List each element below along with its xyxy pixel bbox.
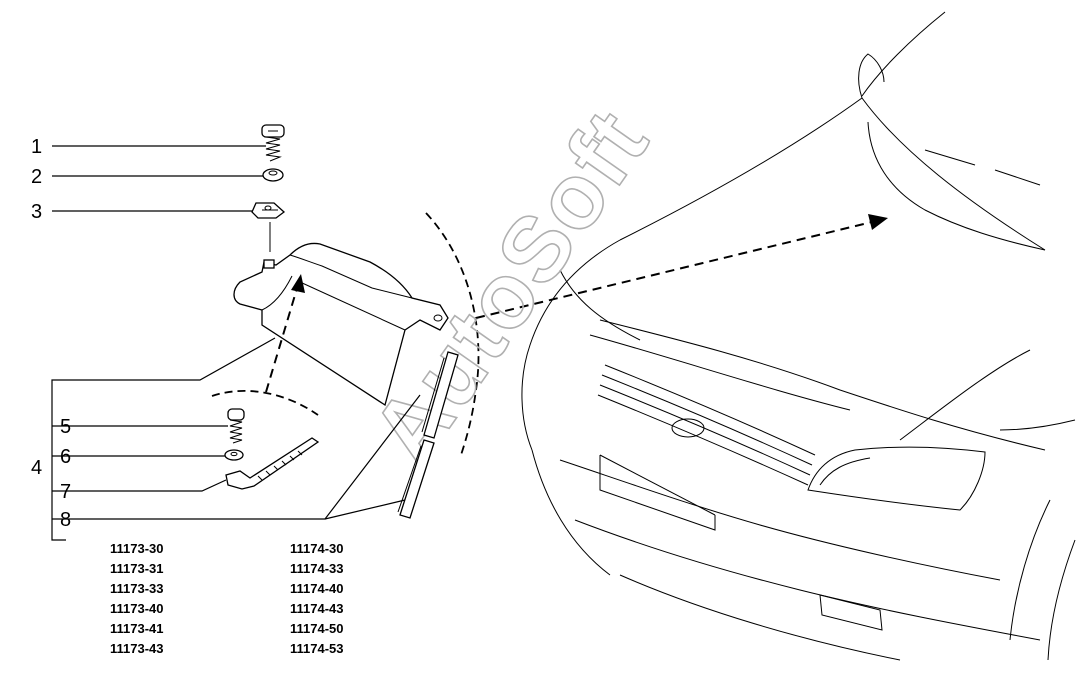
model-code: 11174-33 xyxy=(290,561,344,576)
clip-icon xyxy=(251,202,286,219)
detail-arc xyxy=(425,212,480,459)
car-front-icon xyxy=(521,11,1076,661)
callout-3: 3 xyxy=(31,201,42,223)
washer-icon xyxy=(262,168,284,182)
model-code: 11174-53 xyxy=(290,641,344,656)
seal-strip-icon xyxy=(397,351,459,519)
model-codes-right: 11174-30 11174-33 11174-40 11174-43 1117… xyxy=(290,541,344,656)
callout-5: 5 xyxy=(60,416,71,438)
callout-2: 2 xyxy=(31,166,42,188)
leader-lines xyxy=(51,145,421,541)
model-code: 11173-40 xyxy=(110,601,164,616)
model-code: 11174-50 xyxy=(290,621,344,636)
callout-1: 1 xyxy=(31,136,42,158)
callout-4: 4 xyxy=(31,457,42,479)
model-codes-left: 11173-30 11173-31 11173-33 11173-40 1117… xyxy=(110,541,164,656)
model-code: 11173-31 xyxy=(110,561,164,576)
model-code: 11173-33 xyxy=(110,581,164,596)
model-code: 11174-40 xyxy=(290,581,344,596)
washer-icon xyxy=(224,449,244,461)
model-code: 11173-41 xyxy=(110,621,164,636)
location-arrow xyxy=(475,214,888,319)
model-code: 11173-43 xyxy=(110,641,164,656)
model-code: 11174-43 xyxy=(290,601,344,616)
screw-icon xyxy=(227,408,245,444)
screw-icon xyxy=(261,124,285,162)
model-code: 11173-30 xyxy=(110,541,164,556)
model-code: 11174-30 xyxy=(290,541,344,556)
callout-7: 7 xyxy=(60,481,71,503)
fastener-arc xyxy=(211,390,319,416)
insert-arrow xyxy=(265,274,305,393)
cable-tie-icon xyxy=(225,437,320,490)
mudflap-icon xyxy=(233,242,449,407)
callout-8: 8 xyxy=(60,509,71,531)
callout-6: 6 xyxy=(60,446,71,468)
